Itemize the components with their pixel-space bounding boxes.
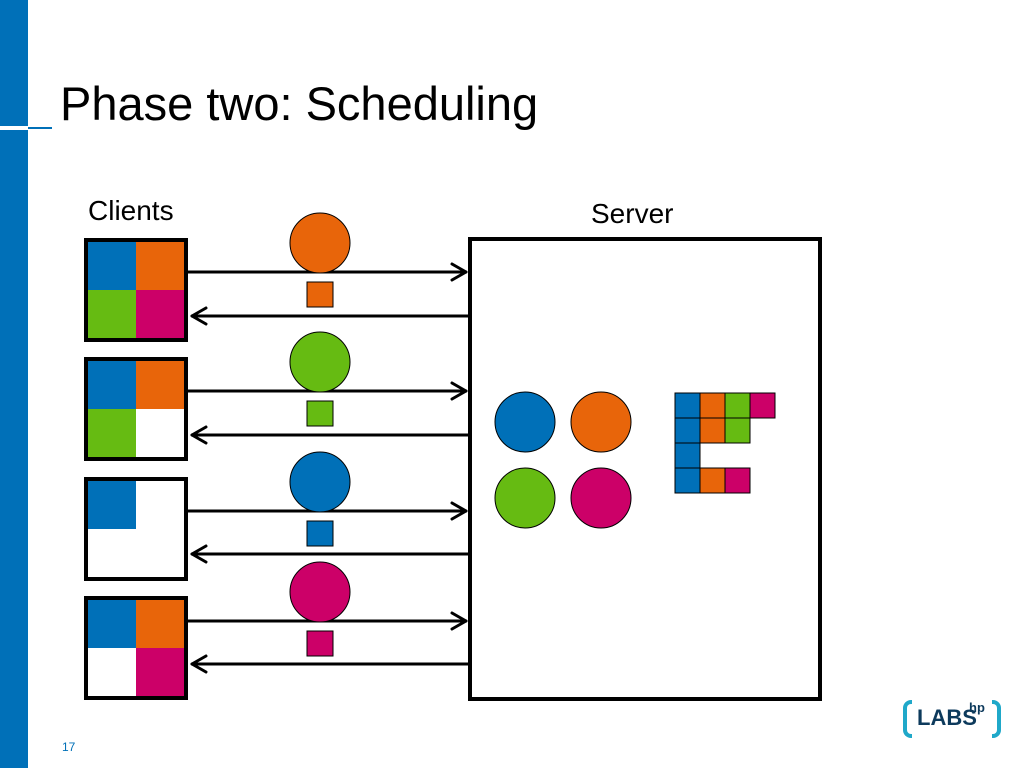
- sidebar-divider: [28, 127, 52, 129]
- arrow-to-client-2: [190, 425, 471, 445]
- client-4: [84, 596, 188, 700]
- logo-superscript: hp: [969, 700, 985, 715]
- server-circle-orange: [570, 391, 632, 453]
- schedule-cell-r1c1: [674, 392, 701, 419]
- client-1-tile-br: [136, 290, 186, 340]
- logo-text: LABS: [917, 705, 977, 730]
- client-2-frame: [84, 357, 188, 461]
- message-1-circle: [289, 212, 351, 274]
- client-1-tile-bl: [86, 290, 136, 340]
- schedule-cell-r1c3: [724, 392, 751, 419]
- client-1: [84, 238, 188, 342]
- schedule-cell-r2c3: [724, 417, 751, 444]
- message-3: [289, 451, 351, 547]
- client-3: [84, 477, 188, 581]
- labs-hp-logo: LABS hp: [903, 700, 1001, 742]
- client-4-frame: [84, 596, 188, 700]
- schedule-cell-r4c3: [724, 467, 751, 494]
- message-4-circle: [289, 561, 351, 623]
- client-2-tile-bl: [86, 409, 136, 459]
- sidebar-accent-top: [0, 0, 28, 126]
- message-1-square: [306, 281, 334, 308]
- server-schedule-grid: [674, 392, 776, 494]
- client-3-tile-tl: [86, 479, 136, 529]
- arrow-to-client-1: [190, 306, 471, 326]
- message-2-square: [306, 400, 334, 427]
- schedule-cell-r4c2: [699, 467, 726, 494]
- message-3-circle: [289, 451, 351, 513]
- server-circle-green: [494, 467, 556, 529]
- client-1-tile-tr: [136, 240, 186, 290]
- schedule-cell-r2c1: [674, 417, 701, 444]
- client-4-tile-tl: [86, 598, 136, 648]
- message-1: [289, 212, 351, 308]
- client-4-tile-br: [136, 648, 186, 698]
- logo-right-bracket-icon: [992, 700, 1001, 738]
- message-4-square: [306, 630, 334, 657]
- message-3-square: [306, 520, 334, 547]
- server-circle-blue: [494, 391, 556, 453]
- message-4: [289, 561, 351, 657]
- slide-title: Phase two: Scheduling: [60, 77, 539, 130]
- schedule-cell-r4c1: [674, 467, 701, 494]
- message-2: [289, 331, 351, 427]
- client-4-tile-tr: [136, 598, 186, 648]
- server-circles: [494, 391, 632, 529]
- arrows: [186, 262, 471, 674]
- schedule-cell-r1c2: [699, 392, 726, 419]
- page-number: 17: [62, 740, 76, 754]
- client-2: [84, 357, 188, 461]
- server-label: Server: [591, 198, 674, 229]
- schedule-cell-r1c4: [749, 392, 776, 419]
- logo-left-bracket-icon: [903, 700, 912, 738]
- client-1-frame: [84, 238, 188, 342]
- arrow-to-client-4: [190, 654, 471, 674]
- client-2-tile-tr: [136, 359, 186, 409]
- arrow-to-client-3: [190, 544, 471, 564]
- server-circle-magenta: [570, 467, 632, 529]
- client-2-tile-tl: [86, 359, 136, 409]
- client-3-frame: [84, 477, 188, 581]
- schedule-cell-r3c1: [674, 442, 701, 469]
- clients-label: Clients: [88, 195, 174, 226]
- schedule-cell-r2c2: [699, 417, 726, 444]
- sidebar-accent-bottom: [0, 130, 28, 768]
- client-1-tile-tl: [86, 240, 136, 290]
- message-2-circle: [289, 331, 351, 393]
